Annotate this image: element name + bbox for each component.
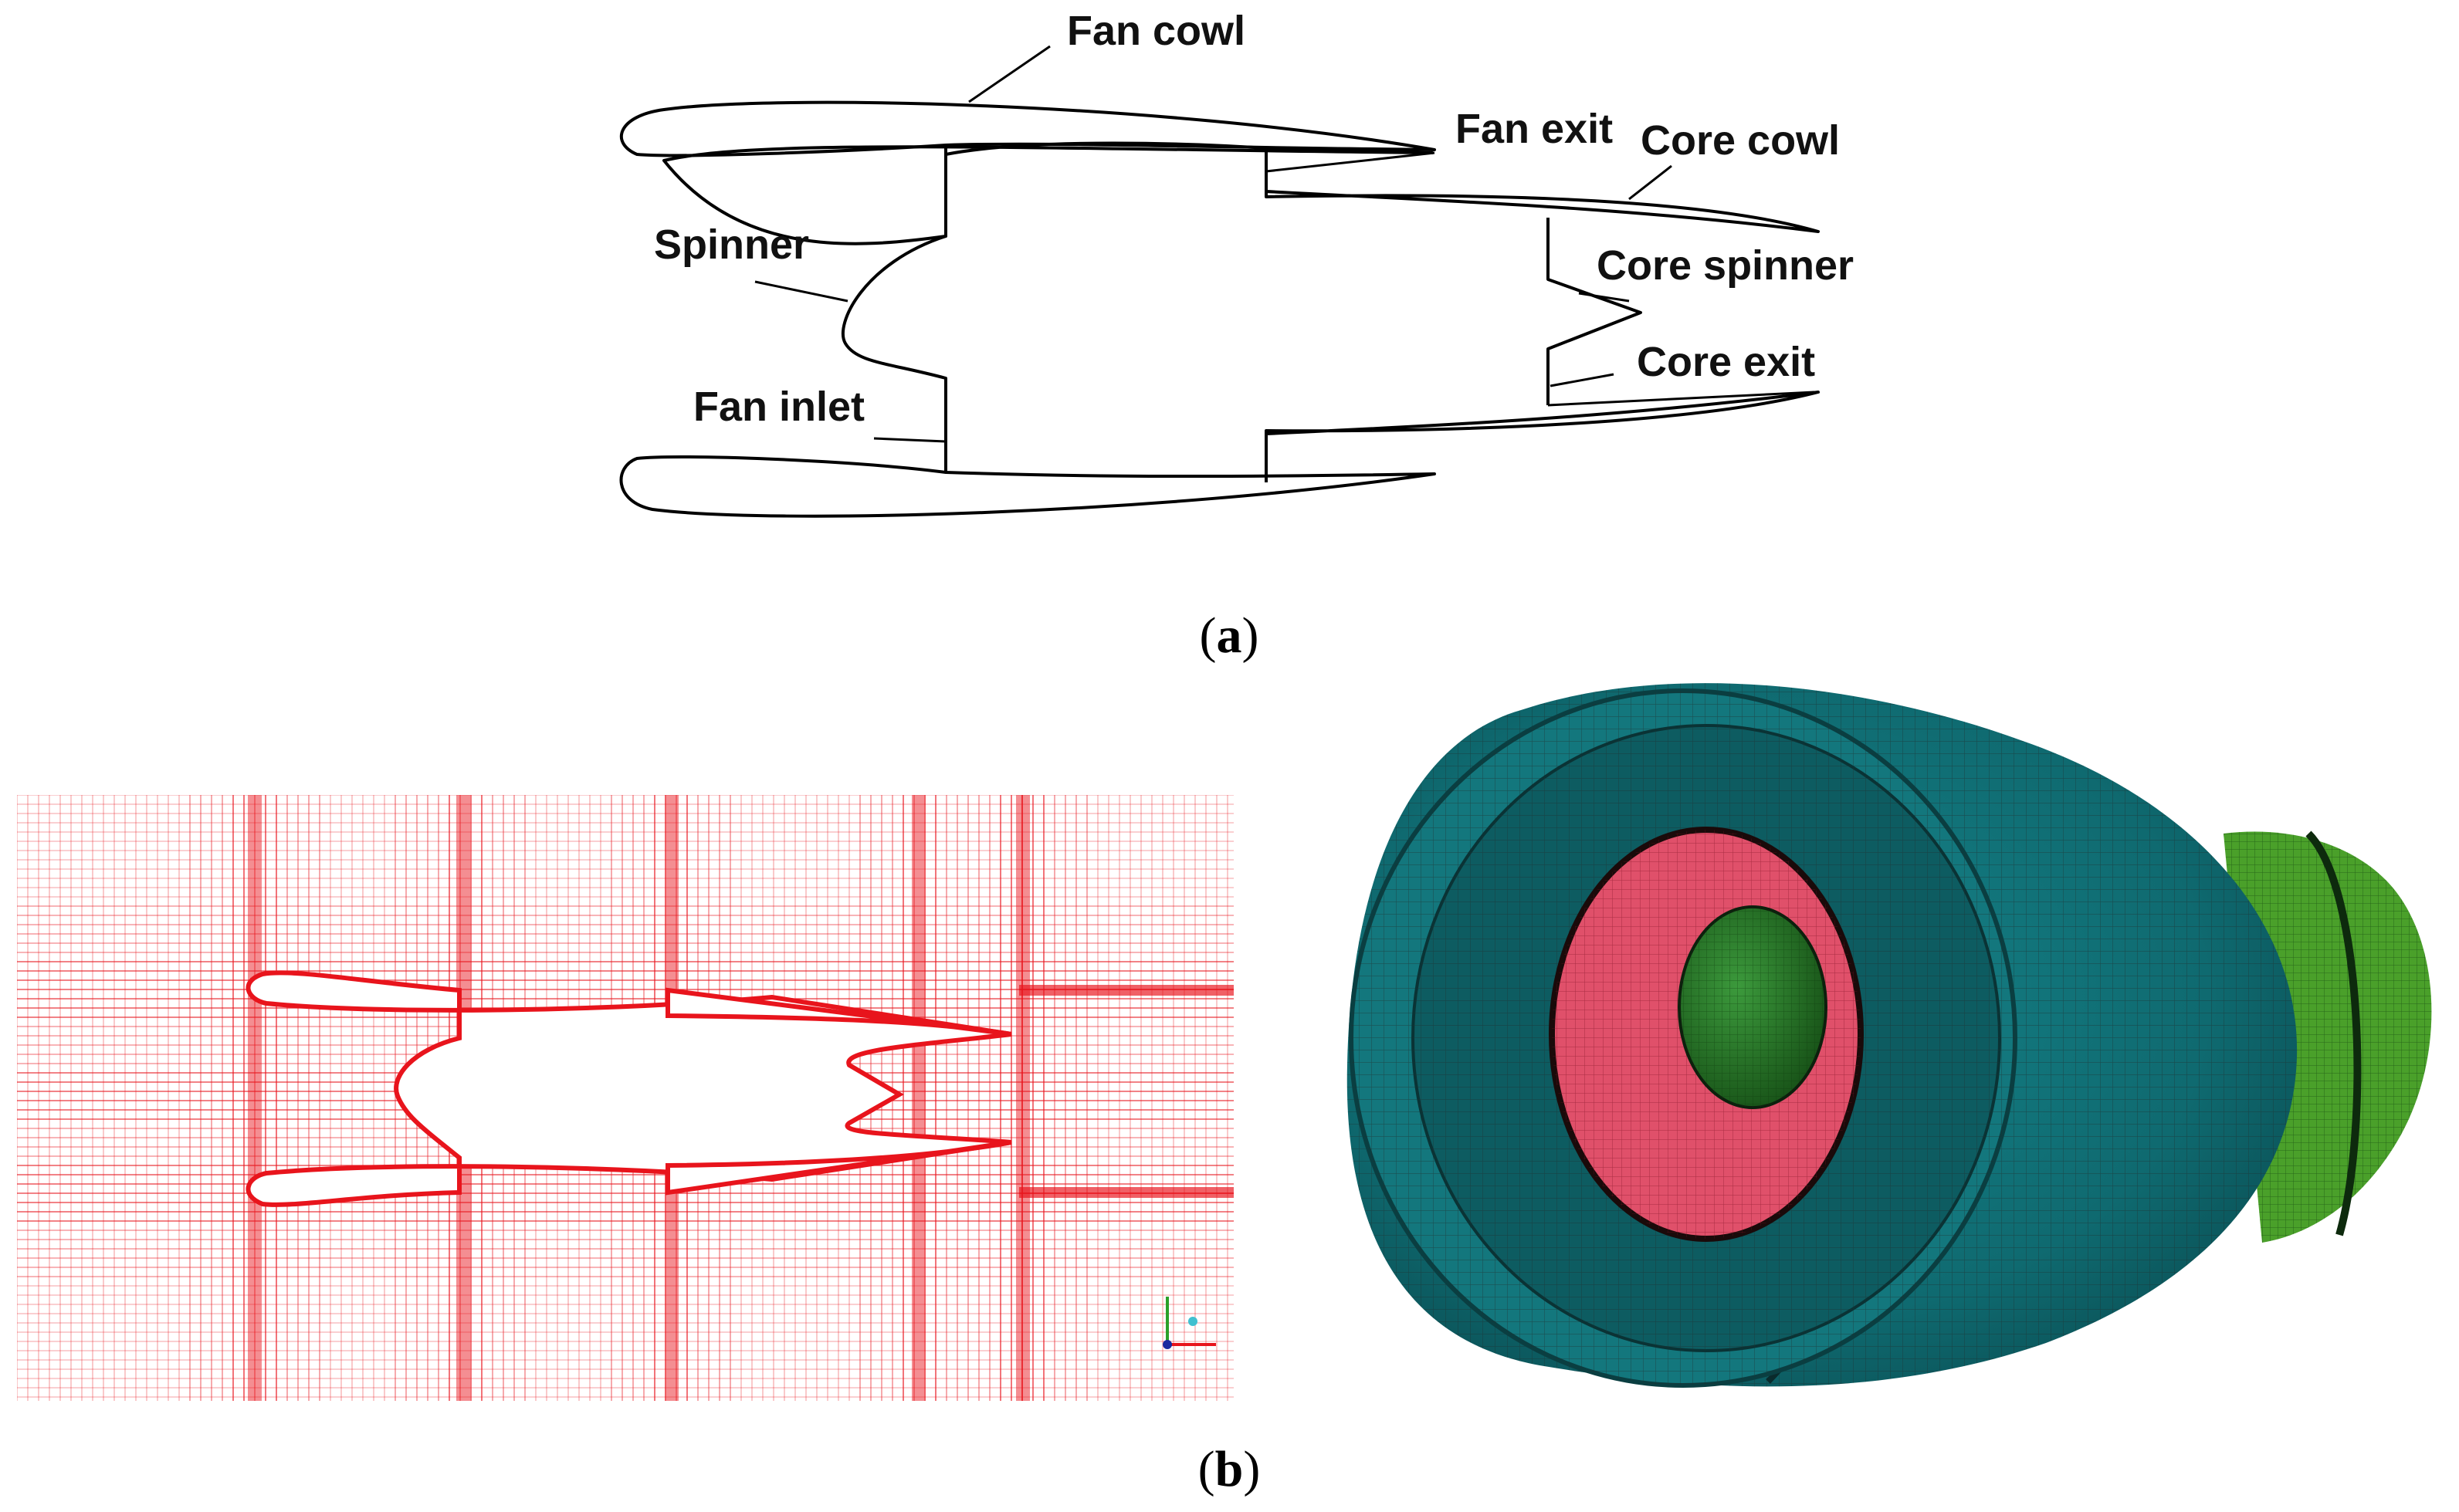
label-core-exit: Core exit (1637, 339, 1815, 385)
label-core-spinner: Core spinner (1597, 242, 1854, 289)
label-core-cowl: Core cowl (1641, 117, 1840, 164)
nacelle-outline-diagram: Fan cowl Fan exit Core cowl Spinner Core… (619, 8, 1854, 518)
nacelle-3d-mesh (1346, 683, 2432, 1388)
label-fan-inlet: Fan inlet (693, 384, 865, 430)
label-fan-cowl: Fan cowl (1067, 8, 1245, 54)
caption-a: (a) (1200, 607, 1259, 664)
fan-cowl-upper (620, 100, 1436, 157)
core-exit-leader (1550, 373, 1614, 387)
cfd-mesh-panel (17, 795, 1234, 1401)
fan-inlet-leader (873, 437, 947, 443)
axis-triad-icon (1163, 1297, 1216, 1349)
spinner-leader (754, 280, 848, 303)
core-exit-line (1547, 391, 1815, 407)
mesh-core-cowl-upper (666, 987, 1012, 1037)
mesh-core-cowl-lower (666, 1140, 1012, 1196)
label-fan-exit: Fan exit (1455, 106, 1613, 152)
core-spinner-outline (1546, 218, 1642, 405)
label-spinner: Spinner (654, 222, 809, 268)
core-cowl-lower (1265, 391, 1820, 482)
core-cowl-upper (1265, 148, 1820, 233)
core-cowl-leader (1628, 164, 1672, 201)
core-spinner-leader (1578, 292, 1630, 303)
caption-b: (b) (1198, 1441, 1261, 1497)
spinner-hub (841, 145, 947, 472)
fan-cowl-lower (619, 455, 1436, 518)
fan-exit-line-upper (1265, 151, 1435, 173)
fan-cowl-leader (968, 45, 1051, 103)
mesh-body-silhouette (246, 970, 1012, 1207)
